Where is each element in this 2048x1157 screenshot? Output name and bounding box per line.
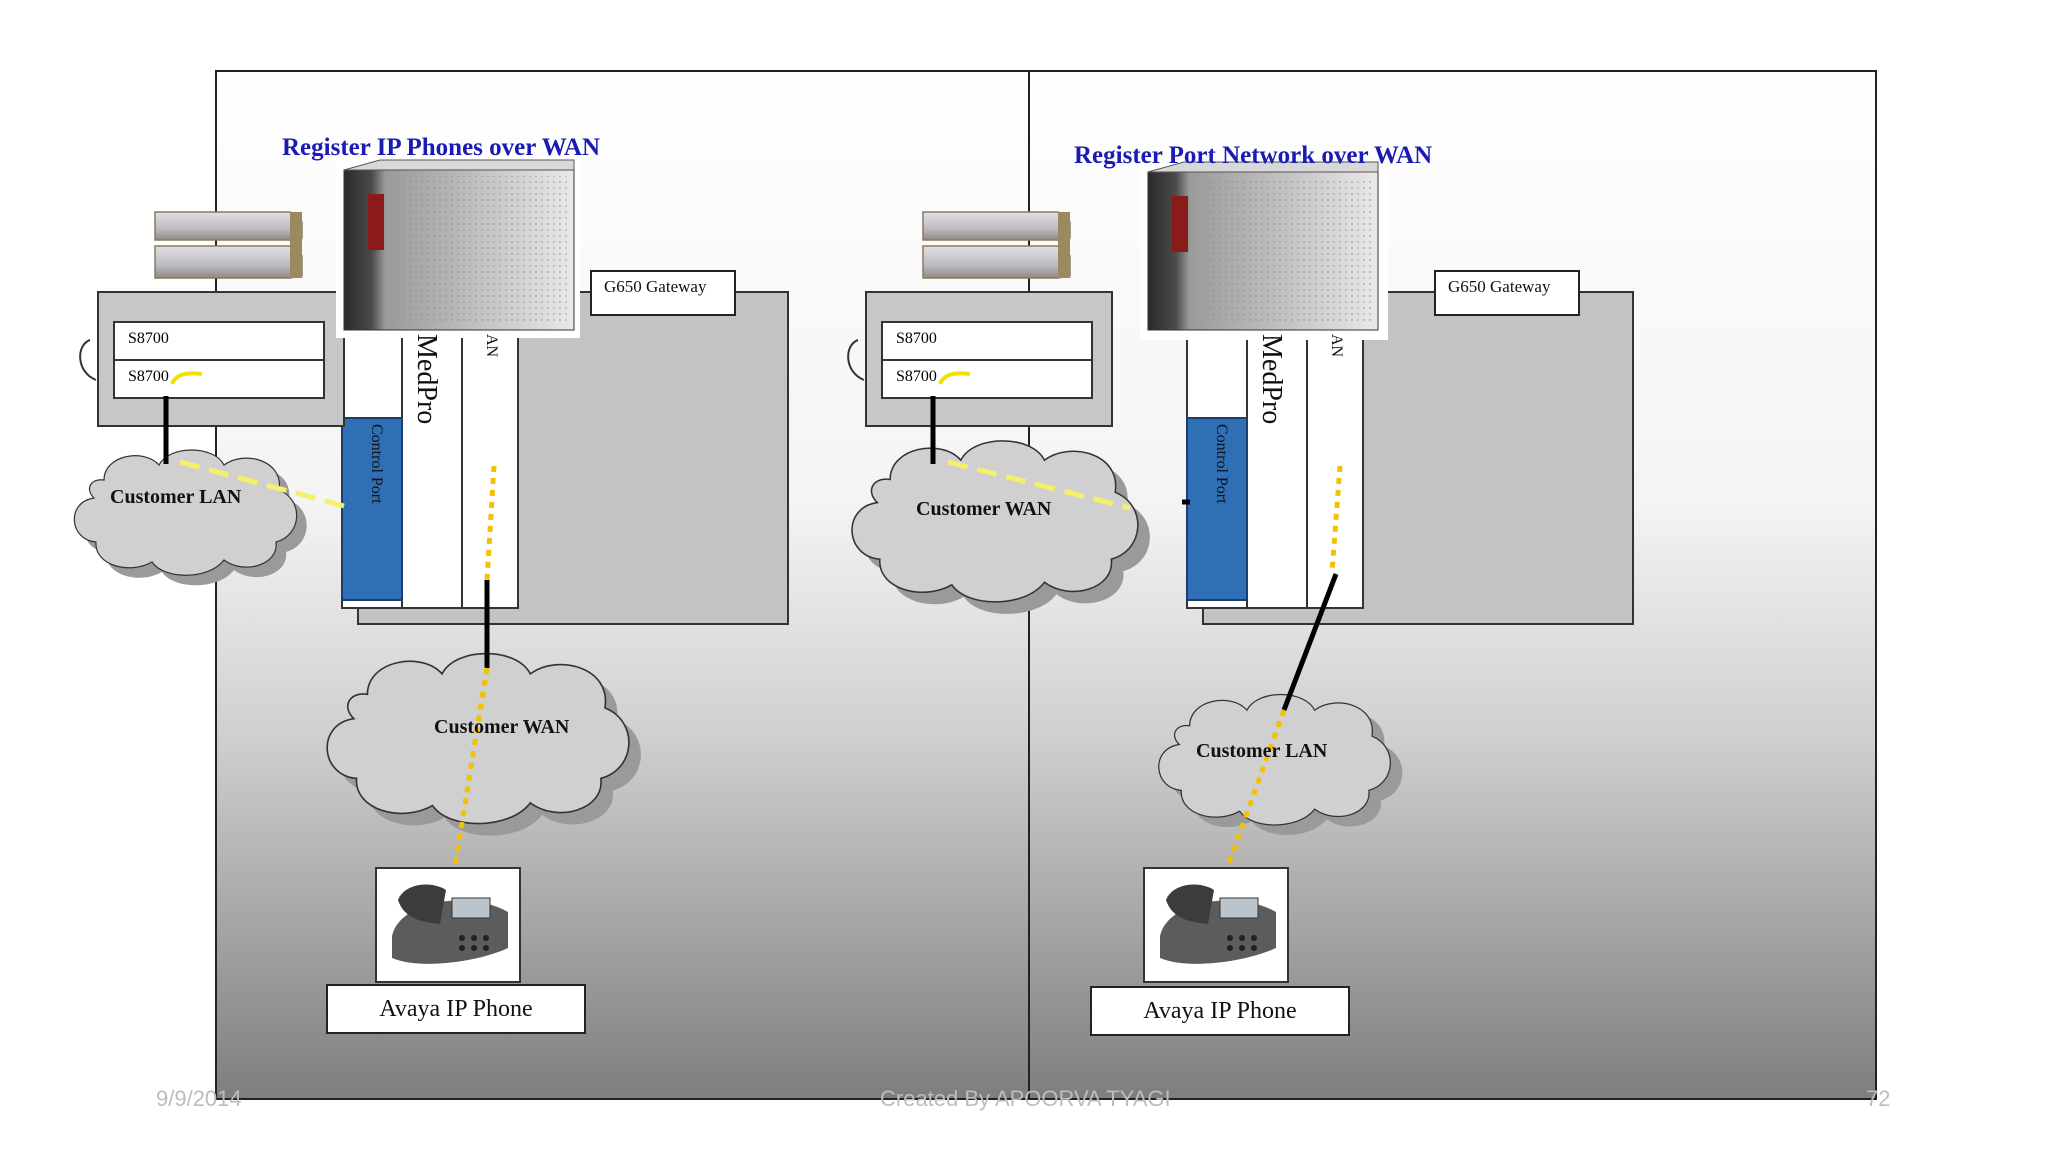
left-lan-board-label: AN [483,334,500,358]
right-cloud-bottom-label: Customer LAN [1196,740,1328,762]
server-s8700-2 [113,359,325,399]
right-server-2-label: S8700 [896,368,937,385]
right-lan-board-label: AN [1328,334,1345,358]
avaya-ip-phone-icon [1143,867,1289,983]
server-s8700-2 [881,359,1093,399]
left-server-2-label: S8700 [128,368,169,385]
control-port-board [341,417,403,601]
control-port-board [1186,417,1248,601]
footer-credit: Created By APOORVA TYAGI [880,1086,1171,1111]
footer-page-number: 72 [1866,1086,1891,1111]
right-control-port-label: Control Port [1213,424,1230,504]
avaya-ip-phone-icon [375,867,521,983]
server-stack-icon [922,211,1071,279]
left-control-port-label: Control Port [368,424,385,504]
left-gateway-label: G650 Gateway [590,270,736,316]
right-cloud-top-label: Customer WAN [916,498,1052,520]
right-panel [847,161,1634,983]
left-medpro-label: MedPro [411,334,442,425]
lan-board [461,319,519,609]
media-gateway-chassis-icon [336,148,580,338]
left-cloud-top-label: Customer LAN [110,486,242,508]
left-cloud-bottom-label: Customer WAN [434,716,570,738]
server-stack-icon [154,211,303,279]
right-medpro-label: MedPro [1256,334,1287,425]
customer-lan-cloud [73,449,307,586]
left-panel-title: Register IP Phones over WAN [282,134,601,161]
lan-board [1306,319,1364,609]
footer-date: 9/9/2014 [156,1086,242,1111]
server-s8700-1 [881,321,1093,361]
right-gateway-label: G650 Gateway [1434,270,1580,316]
left-phone-label: Avaya IP Phone [326,984,586,1034]
customer-wan-cloud [851,439,1150,614]
right-panel-title: Register Port Network over WAN [1074,142,1433,169]
media-gateway-chassis-icon [1140,161,1388,340]
left-panel [73,148,789,983]
left-server-1-label: S8700 [128,330,169,347]
right-server-1-label: S8700 [896,330,937,347]
right-phone-label: Avaya IP Phone [1090,986,1350,1036]
medpro-board [1246,319,1308,609]
